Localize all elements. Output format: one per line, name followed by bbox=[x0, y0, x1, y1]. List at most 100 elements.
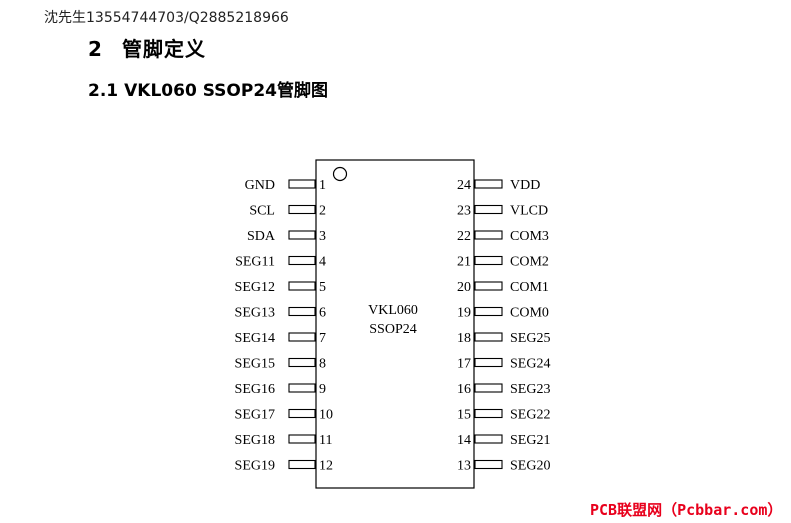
pin-number: 17 bbox=[457, 357, 471, 372]
right-pin: 14 SEG21 bbox=[457, 433, 550, 448]
pin-number: 9 bbox=[319, 382, 326, 397]
pin-stub bbox=[288, 179, 316, 189]
pin-number: 16 bbox=[457, 382, 471, 397]
right-pin: 22 COM3 bbox=[457, 229, 549, 244]
pin-number: 4 bbox=[319, 255, 326, 270]
pin-stub bbox=[474, 179, 503, 189]
pin-stub bbox=[288, 408, 316, 419]
right-pin: 16 SEG23 bbox=[457, 382, 550, 397]
pin-number: 15 bbox=[457, 408, 471, 423]
pin-number: 19 bbox=[457, 306, 471, 321]
pin-stub bbox=[474, 408, 503, 419]
pin-name: SEG17 bbox=[235, 408, 275, 423]
pin1-marker bbox=[332, 166, 348, 182]
pin-name: SEG18 bbox=[235, 433, 275, 448]
chip-name: VKL060 bbox=[368, 303, 418, 318]
pin-number: 8 bbox=[319, 357, 326, 372]
contact-line: 沈先生13554744703/Q2885218966 bbox=[44, 10, 289, 26]
pin-number: 14 bbox=[457, 433, 471, 448]
pin-stub bbox=[474, 383, 503, 393]
pin-number: 10 bbox=[319, 408, 333, 423]
left-pin: 12 SEG19 bbox=[235, 459, 333, 474]
subsection-title: VKL060 SSOP24管脚图 bbox=[124, 81, 328, 101]
right-pin: 21 COM2 bbox=[457, 255, 549, 270]
pin-name: COM0 bbox=[510, 306, 549, 321]
watermark: PCB联盟网（Pcbbar.com） bbox=[590, 501, 783, 519]
pin-stub bbox=[288, 357, 316, 368]
pin-name: SEG14 bbox=[235, 331, 275, 346]
pin-number: 6 bbox=[319, 306, 326, 321]
pin-stub bbox=[474, 230, 503, 240]
pin-stub bbox=[474, 332, 503, 342]
right-pin: 24 VDD bbox=[457, 178, 540, 193]
pin-number: 21 bbox=[457, 255, 471, 270]
pin-stub bbox=[288, 383, 316, 393]
pin-name: SEG12 bbox=[235, 280, 275, 295]
pin-name: SEG20 bbox=[510, 459, 550, 474]
pin-number: 23 bbox=[457, 204, 471, 219]
pin-name: SEG15 bbox=[235, 357, 275, 372]
pin-stub bbox=[474, 281, 503, 291]
pin-stub bbox=[288, 230, 316, 240]
pin-stub bbox=[288, 459, 316, 470]
pin-name: SEG23 bbox=[510, 382, 550, 397]
right-pin: 13 SEG20 bbox=[457, 459, 550, 474]
chip-package: SSOP24 bbox=[369, 322, 416, 337]
pin-number: 12 bbox=[319, 459, 333, 474]
left-pin: 11 SEG18 bbox=[235, 433, 333, 448]
pin-stub bbox=[288, 332, 316, 342]
right-pin: 19 COM0 bbox=[457, 306, 549, 321]
left-pin: 2 SCL bbox=[249, 204, 326, 219]
pin-name: SEG16 bbox=[235, 382, 275, 397]
pin-number: 24 bbox=[457, 178, 471, 193]
pin-name: COM2 bbox=[510, 255, 549, 270]
pin-name: COM3 bbox=[510, 229, 549, 244]
pin-name: SEG24 bbox=[510, 357, 550, 372]
pin-stub bbox=[288, 204, 316, 215]
pin-number: 18 bbox=[457, 331, 471, 346]
section-title: 管脚定义 bbox=[122, 37, 206, 61]
pin-stub bbox=[474, 434, 503, 444]
left-pins: 1GND2SCL3SDA4SEG115SEG126SEG137SEG148SEG… bbox=[235, 178, 333, 474]
pin-name: SEG19 bbox=[235, 459, 275, 474]
pin-name: SEG25 bbox=[510, 331, 550, 346]
pin-number: 13 bbox=[457, 459, 471, 474]
pin-name: SEG21 bbox=[510, 433, 550, 448]
pin-stub bbox=[288, 434, 316, 444]
pin-stub bbox=[474, 255, 503, 266]
pin-name: SEG11 bbox=[235, 255, 275, 270]
pin-name: VLCD bbox=[510, 204, 548, 219]
left-pin: 10 SEG17 bbox=[235, 408, 333, 423]
left-pin: 4 SEG11 bbox=[235, 255, 326, 270]
pin-stub bbox=[474, 204, 503, 215]
subsection-number: 2.1 bbox=[88, 81, 119, 101]
pin-stub bbox=[288, 306, 316, 317]
pin-name: SEG13 bbox=[235, 306, 275, 321]
left-pin: 3 SDA bbox=[247, 229, 326, 244]
pin-stub bbox=[474, 459, 503, 470]
pin-number: 11 bbox=[319, 433, 332, 448]
pin-name: SDA bbox=[247, 229, 276, 244]
pin-name: SCL bbox=[249, 204, 275, 219]
pin-number: 5 bbox=[319, 280, 326, 295]
pin-stub bbox=[474, 357, 503, 368]
pin-stub bbox=[474, 306, 503, 317]
pin-number: 3 bbox=[319, 229, 326, 244]
pin-name: COM1 bbox=[510, 280, 549, 295]
pin-number: 1 bbox=[319, 178, 326, 193]
left-pin: 8 SEG15 bbox=[235, 357, 326, 372]
section-number: 2 bbox=[88, 37, 103, 61]
pin-stub bbox=[288, 255, 316, 266]
pin-number: 22 bbox=[457, 229, 471, 244]
right-pin: 17 SEG24 bbox=[457, 357, 550, 372]
right-pin: 23 VLCD bbox=[457, 204, 548, 219]
right-pin: 18 SEG25 bbox=[457, 331, 550, 346]
left-pin: 5 SEG12 bbox=[235, 280, 326, 295]
pin-number: 2 bbox=[319, 204, 326, 219]
pin-name: VDD bbox=[510, 178, 540, 193]
